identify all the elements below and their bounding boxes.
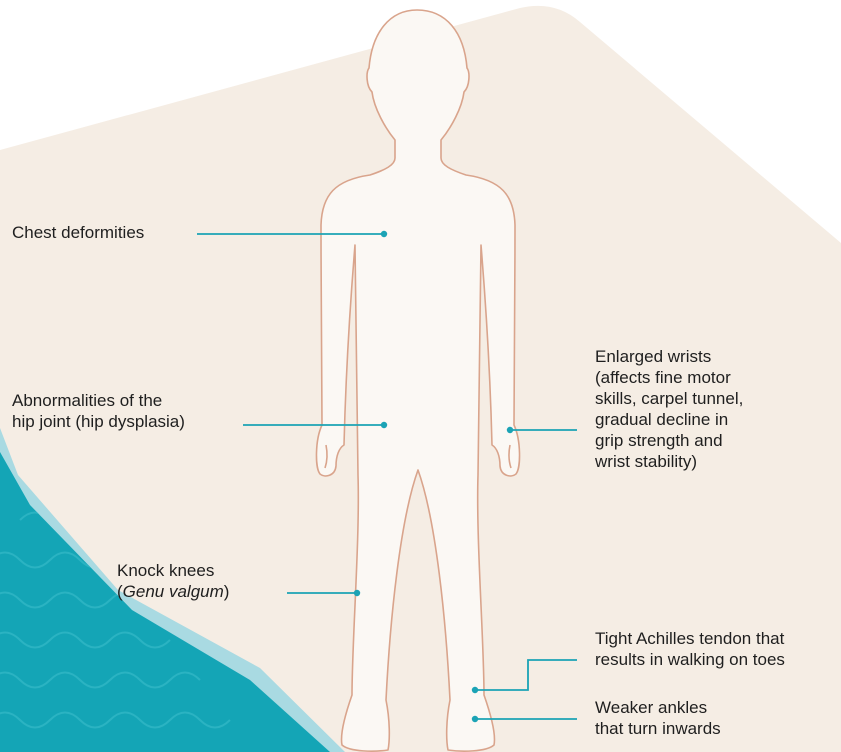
- label-ankles-line2: that turn inwards: [595, 718, 721, 739]
- hip-dot: [381, 422, 387, 428]
- label-chest-text: Chest deformities: [12, 222, 144, 243]
- label-ankles: Weaker ankles that turn inwards: [595, 697, 721, 739]
- label-knees-line1: Knock knees: [117, 560, 229, 581]
- label-wrists-line1: Enlarged wrists: [595, 346, 743, 367]
- wrist-dot: [507, 427, 513, 433]
- label-ankles-line1: Weaker ankles: [595, 697, 721, 718]
- label-achilles: Tight Achilles tendon that results in wa…: [595, 628, 785, 670]
- label-wrists-line5: grip strength and: [595, 430, 743, 451]
- label-hip-line1: Abnormalities of the: [12, 390, 185, 411]
- label-hip-line2: hip joint (hip dysplasia): [12, 411, 185, 432]
- label-knees: Knock knees (Genu valgum): [117, 560, 229, 602]
- label-achilles-line1: Tight Achilles tendon that: [595, 628, 785, 649]
- achilles-dot: [472, 687, 478, 693]
- label-knees-paren-close: ): [224, 582, 230, 601]
- label-knees-latin: Genu valgum: [123, 582, 224, 601]
- knee-dot: [354, 590, 360, 596]
- label-wrists: Enlarged wrists (affects fine motor skil…: [595, 346, 743, 472]
- chest-dot: [381, 231, 387, 237]
- label-wrists-line2: (affects fine motor: [595, 367, 743, 388]
- ankle-dot: [472, 716, 478, 722]
- label-hip: Abnormalities of the hip joint (hip dysp…: [12, 390, 185, 432]
- label-chest: Chest deformities: [12, 222, 144, 243]
- label-wrists-line3: skills, carpel tunnel,: [595, 388, 743, 409]
- label-achilles-line2: results in walking on toes: [595, 649, 785, 670]
- label-wrists-line4: gradual decline in: [595, 409, 743, 430]
- label-knees-line2: (Genu valgum): [117, 581, 229, 602]
- label-wrists-line6: wrist stability): [595, 451, 743, 472]
